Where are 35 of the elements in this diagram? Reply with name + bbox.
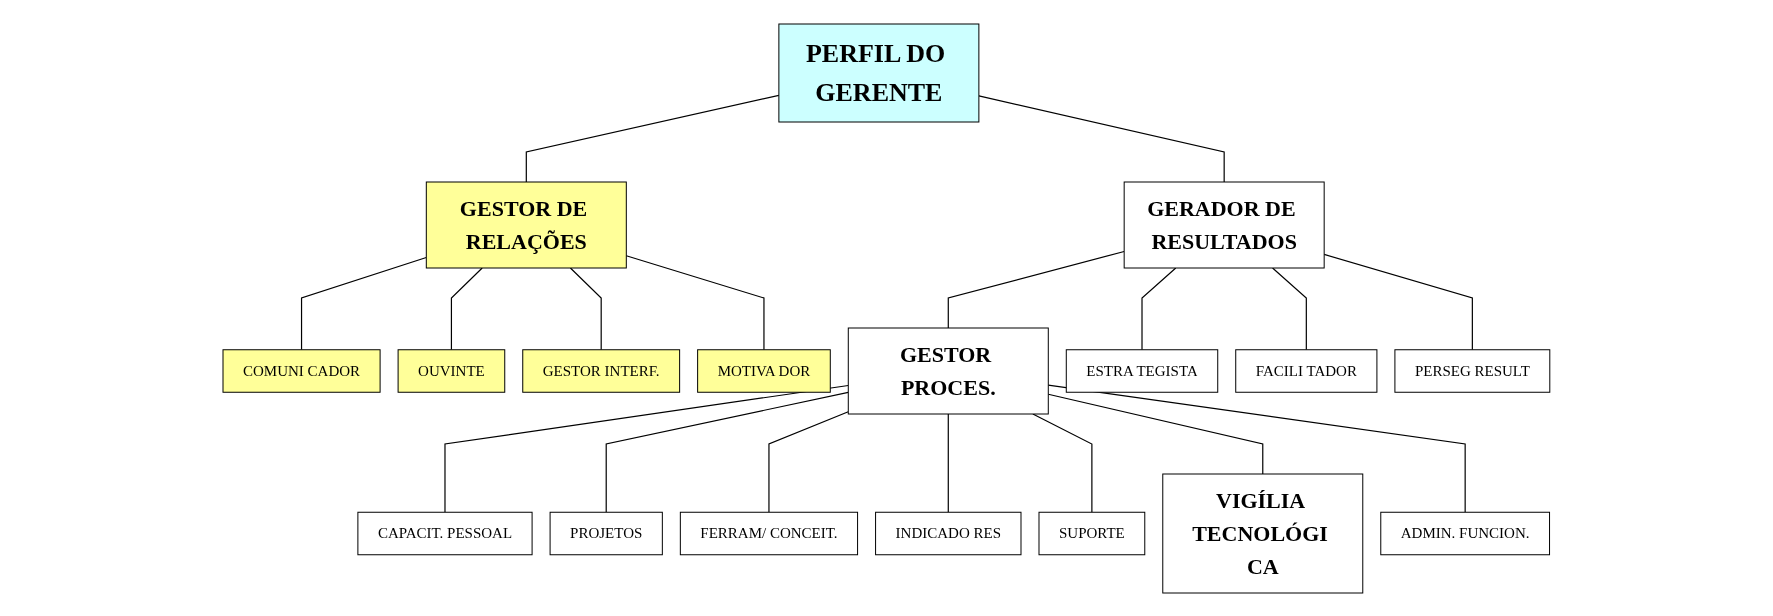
node-box: GESTOR PROCES. <box>847 327 1049 414</box>
node-box: FACILI TADOR <box>1235 348 1378 393</box>
connector <box>768 410 849 513</box>
node-box: COMUNI CADOR <box>222 348 381 393</box>
connector <box>525 94 780 183</box>
connector <box>1323 253 1474 350</box>
node-box: ADMIN. FUNCION. <box>1380 511 1551 555</box>
node-box: SUPORTE <box>1038 511 1146 555</box>
node-box: ESTRA TEGISTA <box>1065 348 1219 393</box>
node-box: MOTIVA DOR <box>697 348 831 393</box>
node-box: GESTOR INTERF. <box>522 348 681 393</box>
connector <box>625 254 765 350</box>
node-box: PROJETOS <box>549 511 663 555</box>
connector <box>1272 266 1307 350</box>
connector <box>569 266 602 350</box>
connector <box>947 250 1125 329</box>
node-box: GESTOR DE RELAÇÕES <box>425 181 627 268</box>
node-box: PERFIL DO GERENTE <box>778 23 980 122</box>
connector <box>301 256 427 350</box>
connector <box>1032 412 1093 513</box>
connector <box>978 94 1225 183</box>
connector <box>1047 393 1264 475</box>
node-box: PERSEG RESULT <box>1394 348 1551 393</box>
connector <box>1141 266 1177 350</box>
connector <box>605 391 849 513</box>
node-box: INDICADO RES <box>875 511 1022 555</box>
connector <box>450 266 483 350</box>
node-box: OUVINTE <box>397 348 506 393</box>
connector <box>1047 384 1466 513</box>
node-box: CAPACIT. PESSOAL <box>357 511 533 555</box>
connector <box>444 384 849 513</box>
node-box: VIGÍLIA TECNOLÓGI CA <box>1162 473 1364 593</box>
node-box: FERRAM/ CONCEIT. <box>679 511 859 555</box>
node-box: GERADOR DE RESULTADOS <box>1123 181 1325 268</box>
connector <box>947 412 949 513</box>
